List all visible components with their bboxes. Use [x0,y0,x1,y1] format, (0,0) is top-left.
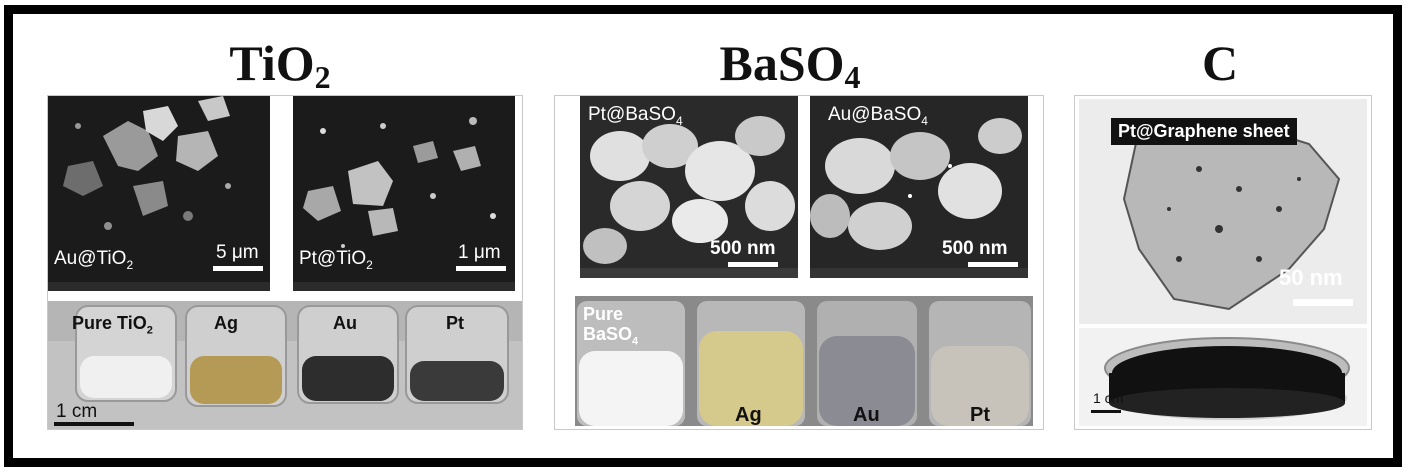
scale-bar-1um [456,266,506,271]
photo-carbon-dish: 1 cm [1079,328,1367,426]
scale-bar-50nm [1293,299,1353,306]
vial-au [297,305,399,404]
carbon-panel: Pt@Graphene sheet 50 nm 1 cm [1074,95,1372,430]
sem-image-pt-tio2: Pt@TiO2 1 μm [293,96,515,291]
sem-image-au-tio2: Au@TiO2 5 μm [48,96,270,291]
scale-label-1um: 1 μm [458,242,501,263]
sem-label-pt-baso4: Pt@BaSO4 [588,104,683,128]
vial-pure-tio2 [75,305,177,402]
vial-ag [185,305,287,407]
sem-label-au-baso4: Au@BaSO4 [828,104,928,128]
photo-scale-bar-carbon [1091,410,1121,413]
vial-label-pure-baso4-line1: Pure [583,304,624,324]
vial-label-au: Au [333,313,357,333]
title-tio2: TiO2 [229,35,331,95]
scale-label-500nm-left: 500 nm [710,238,776,259]
title-c: C [1201,35,1239,91]
vial-label-pure-tio2: Pure TiO2 [72,313,153,337]
photo-scale-label-carbon: 1 cm [1093,390,1124,406]
photo-scale-label-tio2: 1 cm [56,401,98,422]
sem-label-pt-tio2: Pt@TiO2 [299,248,373,272]
photo-baso4-vials: Pure BaSO4 Ag Au Pt [575,296,1033,426]
scale-bar-5um [213,266,263,271]
vial-au-baso4 [817,301,917,426]
scale-label-500nm-right: 500 nm [942,238,1008,259]
vial-label-pt-baso4: Pt [970,404,990,426]
scale-label-50nm: 50 nm [1279,265,1343,290]
vial-label-ag: Ag [214,313,238,333]
vial-label-pt: Pt [446,313,464,333]
photo-tio2-vials: Pure TiO2 Ag Au Pt 1 cm [48,301,522,429]
vial-pure-baso4 [577,301,685,426]
vial-label-au-baso4: Au [853,404,880,426]
title-baso4: BaSO4 [719,35,861,95]
tem-label: Pt@Graphene sheet [1111,118,1297,145]
vial-pt [405,305,509,404]
tio2-panel: Au@TiO2 5 μm Pt@TiO2 1 μm [47,95,523,430]
sem-label-au-tio2: Au@TiO2 [54,248,134,272]
tem-image-pt-graphene: Pt@Graphene sheet 50 nm [1079,99,1367,324]
vial-label-pure-baso4-line2: BaSO4 [583,324,639,348]
photo-scale-bar-tio2 [54,422,134,426]
sem-image-au-baso4: Au@BaSO4 500 nm [810,96,1028,278]
scale-label-5um: 5 μm [216,242,259,263]
vial-ag-baso4 [697,301,805,426]
vial-pt-baso4 [929,301,1031,426]
scale-bar-500nm-left [728,262,778,267]
baso4-panel: Pt@BaSO4 500 nm Au@BaSO4 500 nm [554,95,1044,430]
sem-image-pt-baso4: Pt@BaSO4 500 nm [580,96,798,278]
vial-label-ag-baso4: Ag [735,404,762,426]
scale-bar-500nm-right [968,262,1018,267]
